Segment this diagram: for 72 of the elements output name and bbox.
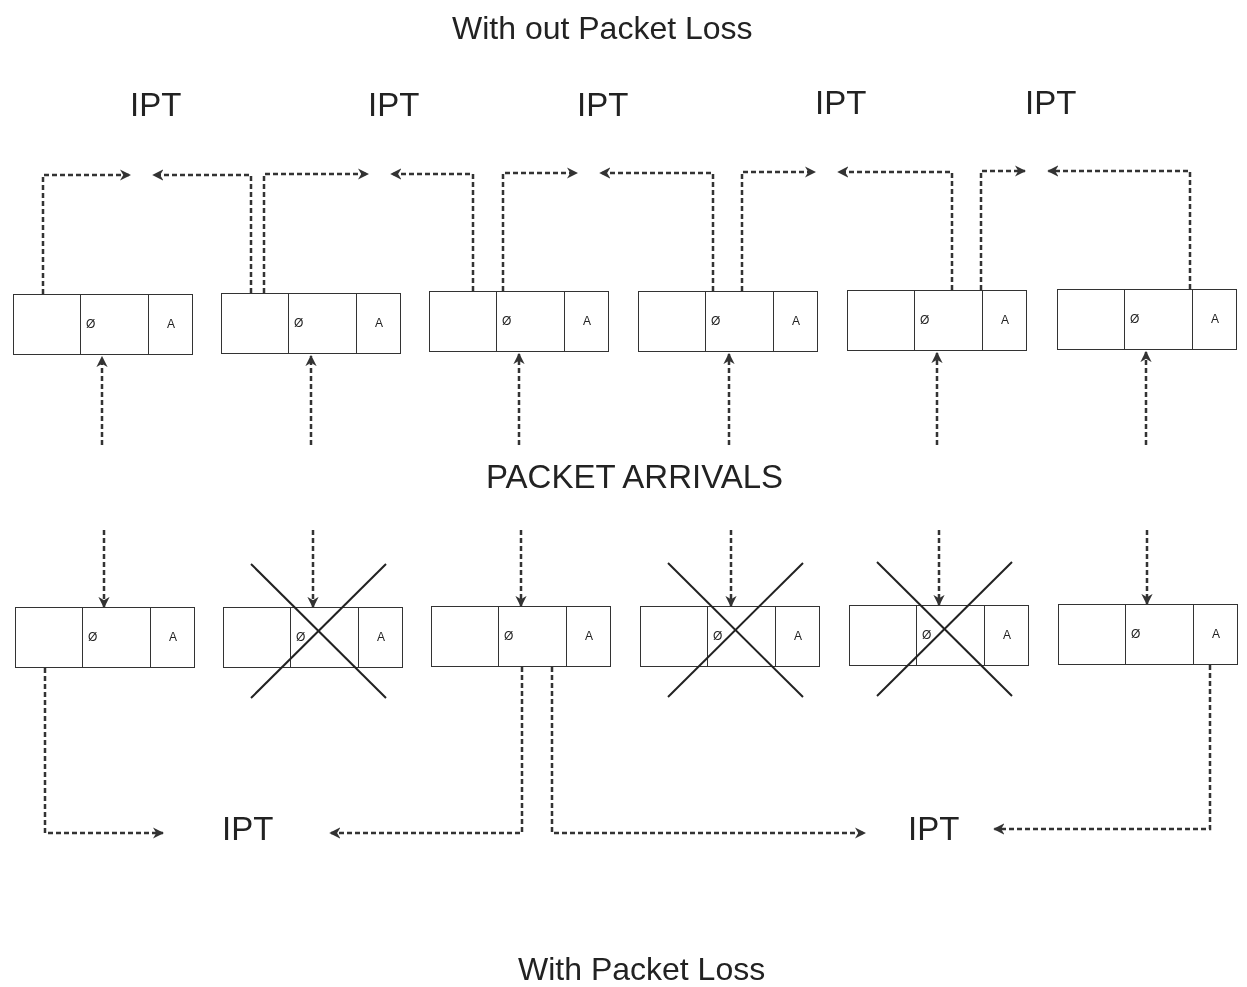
dashed-arrow	[1140, 350, 1152, 445]
dashed-arrow	[1141, 530, 1153, 606]
cell-label: A	[169, 631, 177, 643]
packet-box	[13, 294, 193, 355]
cell-label: A	[1212, 628, 1220, 640]
interval-label: IPT	[368, 88, 420, 121]
section-label: PACKET ARRIVALS	[486, 460, 784, 493]
dashed-arrow	[515, 530, 527, 608]
packet-box	[1057, 289, 1237, 350]
cell-label: A	[1003, 629, 1011, 641]
dashed-arrow	[723, 352, 735, 445]
interval-label: IPT	[222, 812, 274, 845]
dashed-arrow	[725, 530, 737, 608]
dashed-arrow	[41, 169, 132, 294]
dashed-arrow	[837, 166, 954, 290]
dashed-arrow	[1047, 165, 1192, 289]
cell-symbol: Ø	[1131, 628, 1141, 640]
cell-symbol: Ø	[502, 315, 512, 327]
packet-box	[640, 606, 820, 667]
cell-symbol: Ø	[713, 630, 723, 642]
cell-symbol: Ø	[1130, 313, 1140, 325]
dashed-arrow	[96, 355, 108, 445]
dashed-arrow	[305, 354, 317, 445]
packet-box	[1058, 604, 1238, 665]
packet-box	[223, 607, 403, 668]
cell-symbol: Ø	[711, 315, 721, 327]
packet-box	[15, 607, 195, 668]
cell-label: A	[585, 630, 593, 642]
dashed-arrow	[262, 168, 370, 293]
caption: With Packet Loss	[518, 953, 766, 985]
dashed-arrow	[933, 530, 945, 607]
dashed-arrow	[979, 165, 1027, 290]
dashed-arrow	[98, 530, 110, 609]
cell-symbol: Ø	[504, 630, 514, 642]
packet-box	[429, 291, 609, 352]
cell-symbol: Ø	[296, 631, 306, 643]
dashed-arrow	[329, 667, 524, 839]
packet-box	[431, 606, 611, 667]
interval-label: IPT	[1025, 86, 1077, 119]
dashed-arrow	[740, 166, 817, 291]
dashed-arrow	[307, 530, 319, 609]
cell-label: A	[792, 315, 800, 327]
cell-symbol: Ø	[920, 314, 930, 326]
packet-box	[849, 605, 1029, 666]
packet-box	[221, 293, 401, 354]
interval-label: IPT	[130, 88, 182, 121]
packet-box	[638, 291, 818, 352]
cell-label: A	[375, 317, 383, 329]
interval-label: IPT	[908, 812, 960, 845]
packet-box	[847, 290, 1027, 351]
title: With out Packet Loss	[452, 12, 753, 44]
dashed-arrow	[993, 665, 1212, 835]
cell-label: A	[794, 630, 802, 642]
dashed-arrow	[43, 668, 165, 839]
cell-label: A	[167, 318, 175, 330]
cell-label: A	[1211, 313, 1219, 325]
cell-label: A	[1001, 314, 1009, 326]
dashed-arrow	[513, 352, 525, 445]
interval-label: IPT	[815, 86, 867, 119]
cell-symbol: Ø	[294, 317, 304, 329]
cell-symbol: Ø	[88, 631, 98, 643]
dashed-arrow	[501, 167, 579, 291]
cell-symbol: Ø	[86, 318, 96, 330]
dashed-arrow	[931, 351, 943, 445]
dashed-arrow	[550, 667, 867, 839]
dashed-arrow	[599, 167, 715, 291]
interval-label: IPT	[577, 88, 629, 121]
cell-label: A	[583, 315, 591, 327]
dashed-arrow	[152, 169, 253, 293]
cell-symbol: Ø	[922, 629, 932, 641]
dashed-arrow	[390, 168, 475, 291]
cell-label: A	[377, 631, 385, 643]
